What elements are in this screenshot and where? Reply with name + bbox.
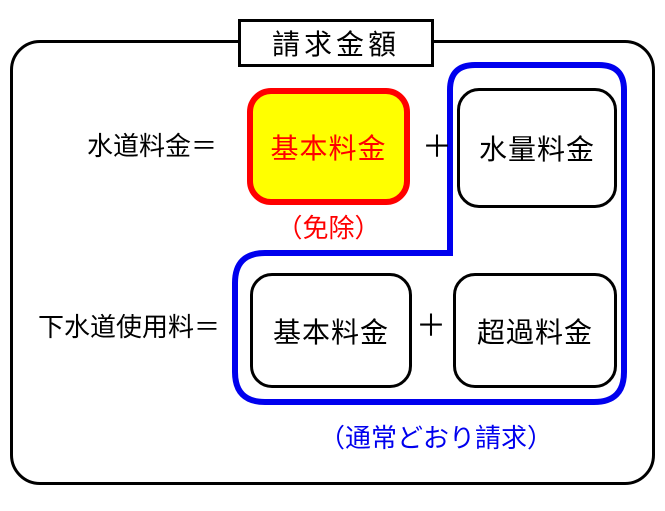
- water-volume-charge-box: 水量料金: [457, 88, 617, 208]
- billed-as-usual-note: （通常どおり請求）: [318, 423, 553, 453]
- sewerage-plus-sign: ＋: [416, 310, 446, 343]
- water-charge-label: 水道料金＝: [86, 131, 217, 161]
- sewerage-charge-label: 下水道使用料＝: [37, 312, 220, 342]
- water-plus-sign: ＋: [422, 131, 452, 164]
- exemption-note: （免除）: [276, 213, 381, 243]
- diagram-title: 請求金額: [238, 19, 434, 67]
- sewerage-basic-charge-box: 基本料金: [250, 273, 412, 388]
- sewerage-excess-charge-box: 超過料金: [453, 273, 617, 388]
- water-basic-charge-box: 基本料金: [247, 88, 410, 205]
